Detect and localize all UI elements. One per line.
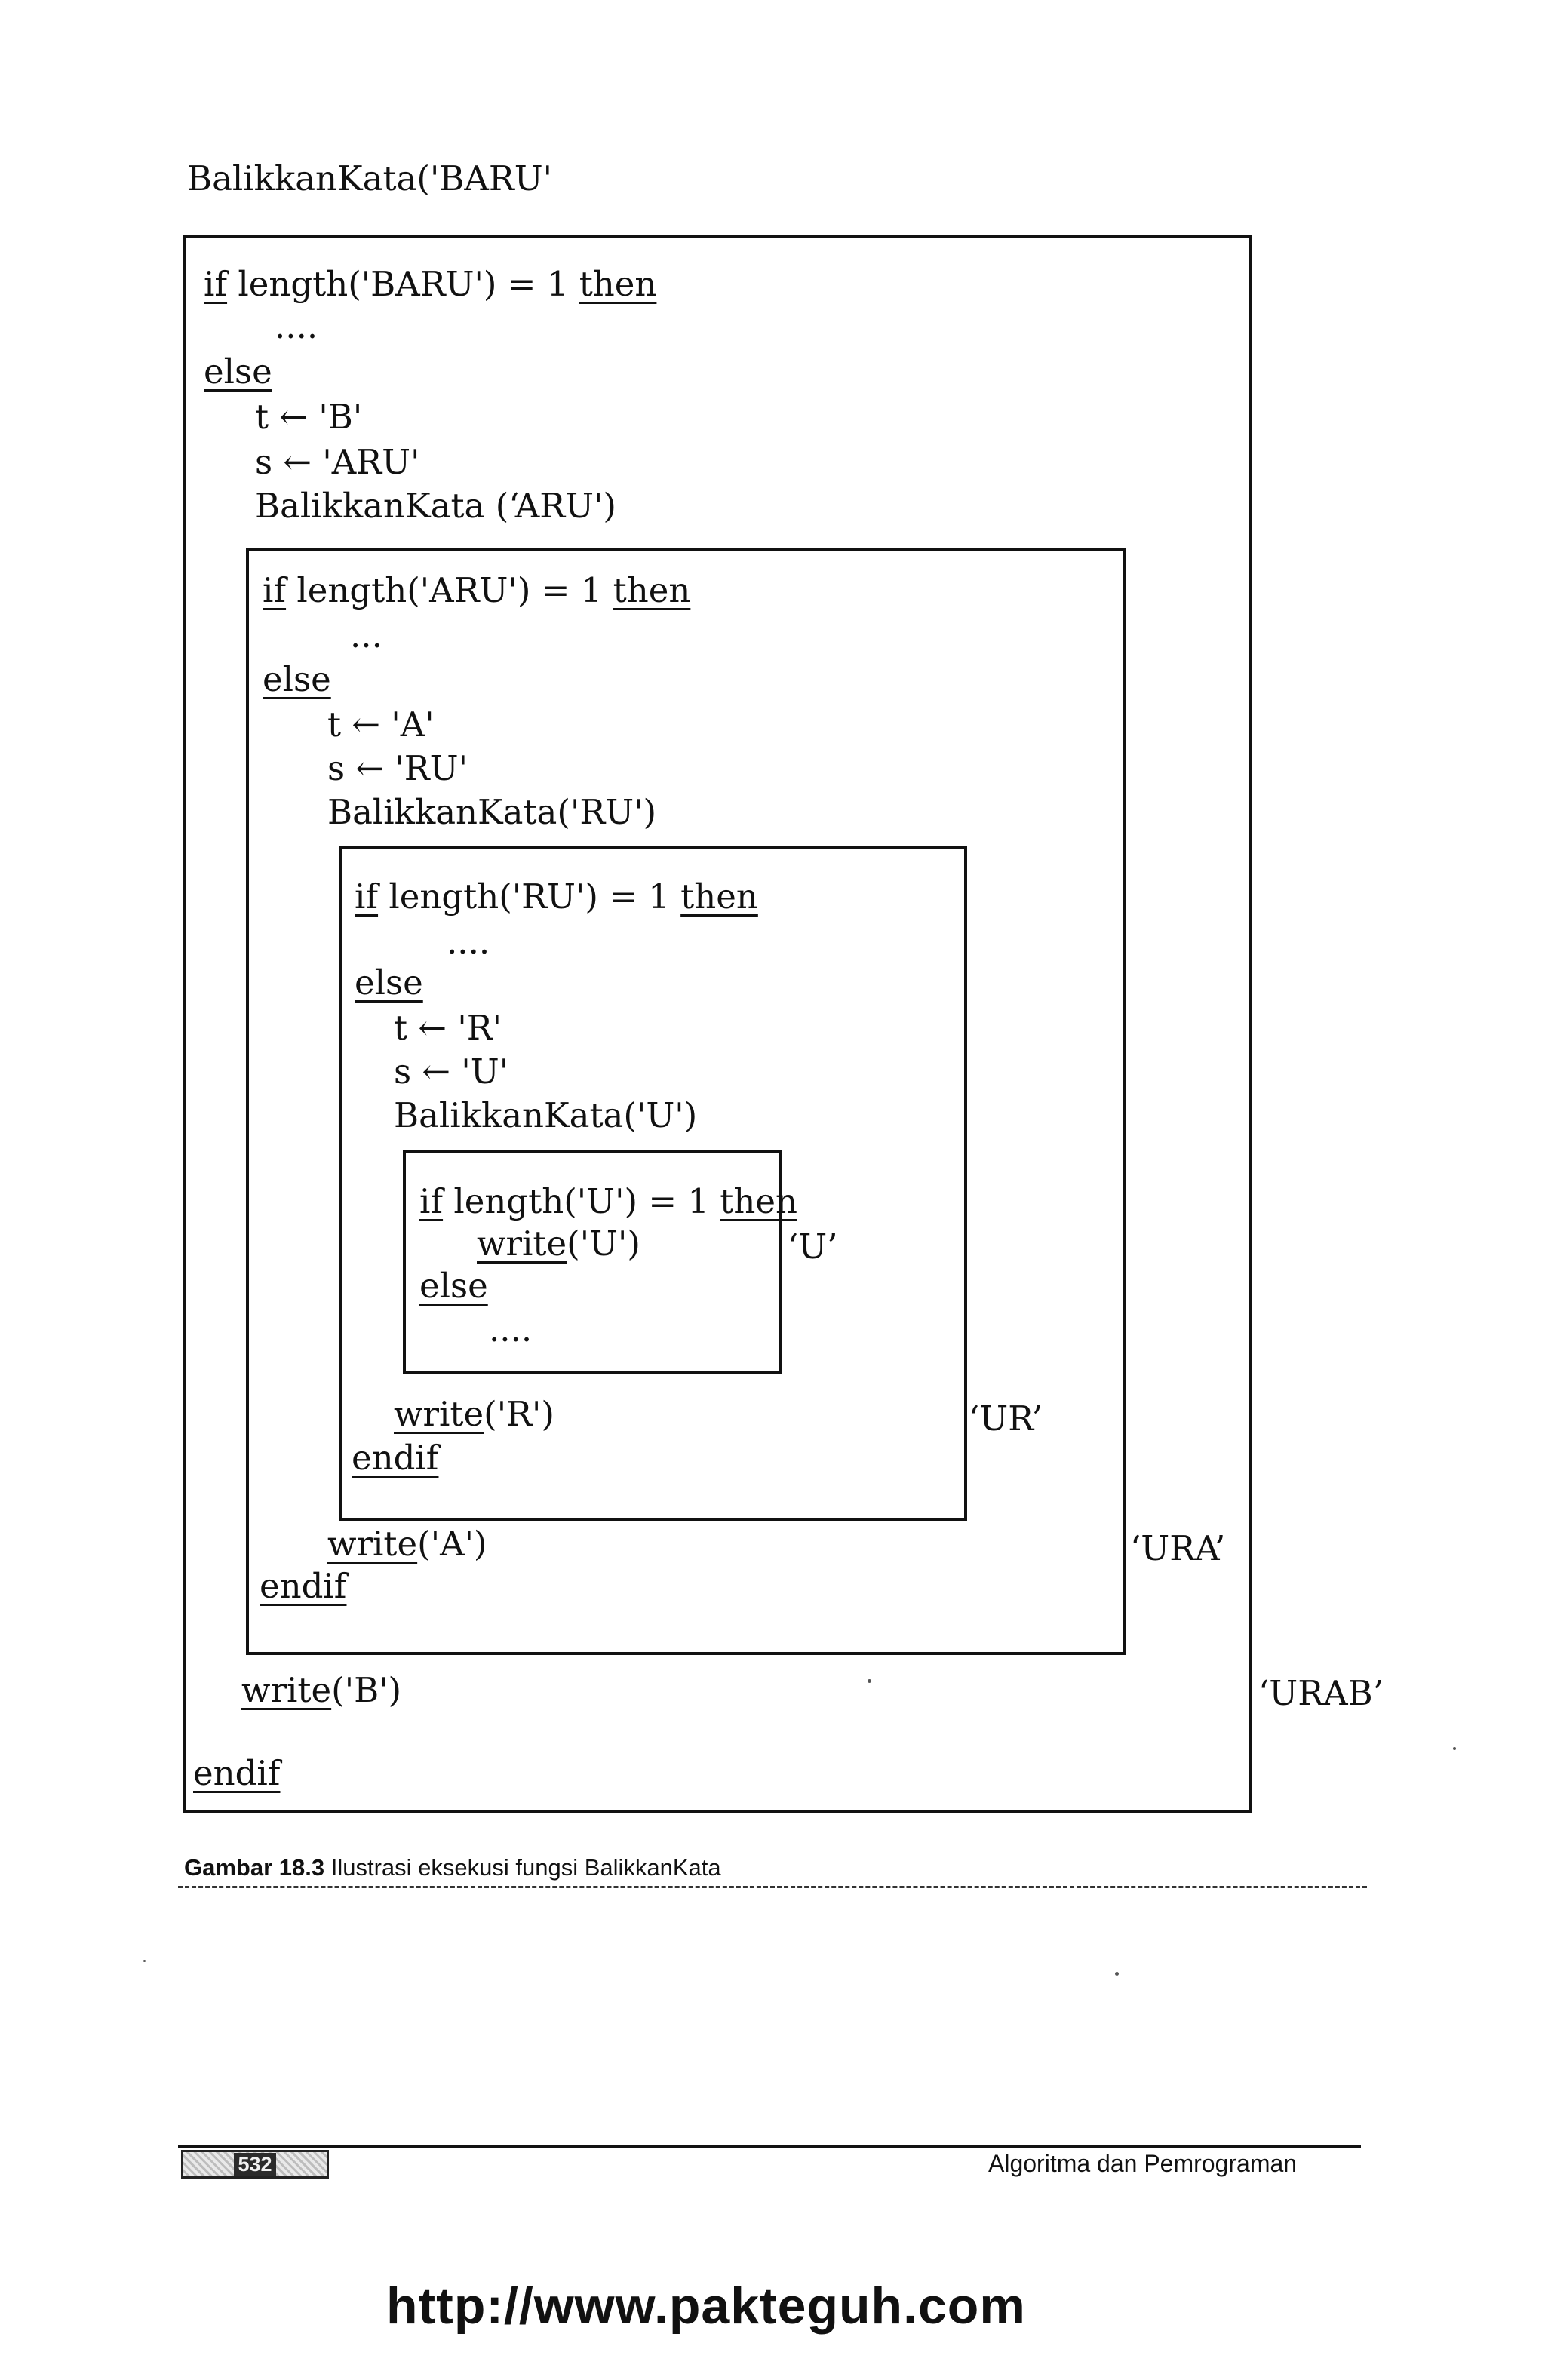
level2-ellipsis: ... bbox=[350, 616, 382, 656]
level1-recursive-call: BalikkanKata (‘ARU') bbox=[255, 486, 616, 526]
then-keyword: then bbox=[680, 877, 758, 917]
footer-book-title: Algoritma dan Pemrograman bbox=[988, 2150, 1298, 2177]
if-condition: length('RU') = 1 bbox=[378, 877, 681, 917]
level2-write-line: write('A') bbox=[327, 1527, 487, 1561]
write-argument: ('A') bbox=[417, 1524, 487, 1564]
scan-speck bbox=[1453, 1747, 1456, 1750]
then-keyword: then bbox=[579, 264, 657, 304]
level3-assign-s: s ← 'U' bbox=[394, 1052, 509, 1092]
page-number-badge: 532 bbox=[181, 2150, 329, 2179]
scan-speck bbox=[143, 1960, 146, 1962]
if-keyword: if bbox=[419, 1181, 444, 1221]
recursion-box-level-1 bbox=[183, 235, 1252, 1813]
if-keyword: if bbox=[263, 570, 287, 610]
if-condition: length('ARU') = 1 bbox=[286, 570, 613, 610]
write-keyword: write bbox=[241, 1670, 332, 1710]
level4-write-line: write('U') bbox=[477, 1227, 640, 1261]
recursion-box-level-4 bbox=[403, 1150, 782, 1374]
if-keyword: if bbox=[355, 877, 379, 917]
if-keyword: if bbox=[204, 264, 228, 304]
then-keyword: then bbox=[613, 570, 691, 610]
level2-output: ‘URA’ bbox=[1130, 1528, 1226, 1568]
source-url: http://www.pakteguh.com bbox=[386, 2277, 1026, 2335]
write-argument: ('B') bbox=[331, 1670, 402, 1710]
recursion-box-level-3 bbox=[339, 846, 967, 1521]
page-number: 532 bbox=[234, 2153, 276, 2176]
caption-text: Ilustrasi eksekusi fungsi BalikkanKata bbox=[324, 1854, 721, 1881]
level2-assign-s: s ← 'RU' bbox=[327, 748, 468, 788]
level4-ellipsis: .... bbox=[489, 1310, 533, 1350]
level1-if-line: if length('BARU') = 1 then bbox=[204, 267, 656, 301]
level2-recursive-call: BalikkanKata('RU') bbox=[327, 792, 657, 832]
level1-write-line: write('B') bbox=[241, 1673, 401, 1707]
level2-else-keyword: else bbox=[263, 659, 331, 699]
level4-else-keyword: else bbox=[419, 1266, 488, 1306]
figure-caption: Gambar 18.3 Ilustrasi eksekusi fungsi Ba… bbox=[184, 1854, 721, 1881]
caption-label: Gambar 18.3 bbox=[184, 1854, 325, 1881]
write-keyword: write bbox=[477, 1224, 567, 1264]
level4-output: ‘U’ bbox=[788, 1227, 838, 1267]
scan-speck bbox=[1115, 1972, 1119, 1976]
level3-endif-keyword: endif bbox=[352, 1438, 439, 1478]
level3-if-line: if length('RU') = 1 then bbox=[355, 880, 758, 914]
if-condition: length('U') = 1 bbox=[443, 1181, 720, 1221]
level4-if-line: if length('U') = 1 then bbox=[419, 1184, 797, 1218]
write-keyword: write bbox=[394, 1394, 484, 1434]
level1-output: ‘URAB’ bbox=[1258, 1673, 1384, 1713]
write-argument: ('R') bbox=[484, 1394, 554, 1434]
level3-recursive-call: BalikkanKata('U') bbox=[394, 1095, 698, 1135]
if-condition: length('BARU') = 1 bbox=[227, 264, 579, 304]
level2-assign-t: t ← 'A' bbox=[327, 705, 435, 745]
level2-endif-keyword: endif bbox=[260, 1566, 347, 1606]
level1-assign-s: s ← 'ARU' bbox=[255, 442, 420, 482]
caption-rule bbox=[178, 1886, 1367, 1888]
level1-endif-keyword: endif bbox=[193, 1753, 281, 1793]
level1-else-keyword: else bbox=[204, 352, 272, 392]
level3-write-line: write('R') bbox=[394, 1397, 554, 1431]
level1-ellipsis: .... bbox=[275, 306, 318, 346]
level1-assign-t: t ← 'B' bbox=[255, 397, 363, 437]
level3-else-keyword: else bbox=[355, 963, 423, 1003]
write-keyword: write bbox=[327, 1524, 418, 1564]
level3-assign-t: t ← 'R' bbox=[394, 1008, 502, 1048]
scan-speck bbox=[868, 1679, 871, 1683]
write-argument: ('U') bbox=[567, 1224, 640, 1264]
figure-header-call: BalikkanKata('BARU' bbox=[187, 158, 553, 198]
recursion-box-level-2 bbox=[246, 548, 1126, 1655]
footer-rule bbox=[178, 2145, 1361, 2148]
level2-if-line: if length('ARU') = 1 then bbox=[263, 573, 690, 607]
then-keyword: then bbox=[720, 1181, 797, 1221]
level3-output: ‘UR’ bbox=[969, 1399, 1043, 1439]
level3-ellipsis: .... bbox=[447, 922, 490, 962]
